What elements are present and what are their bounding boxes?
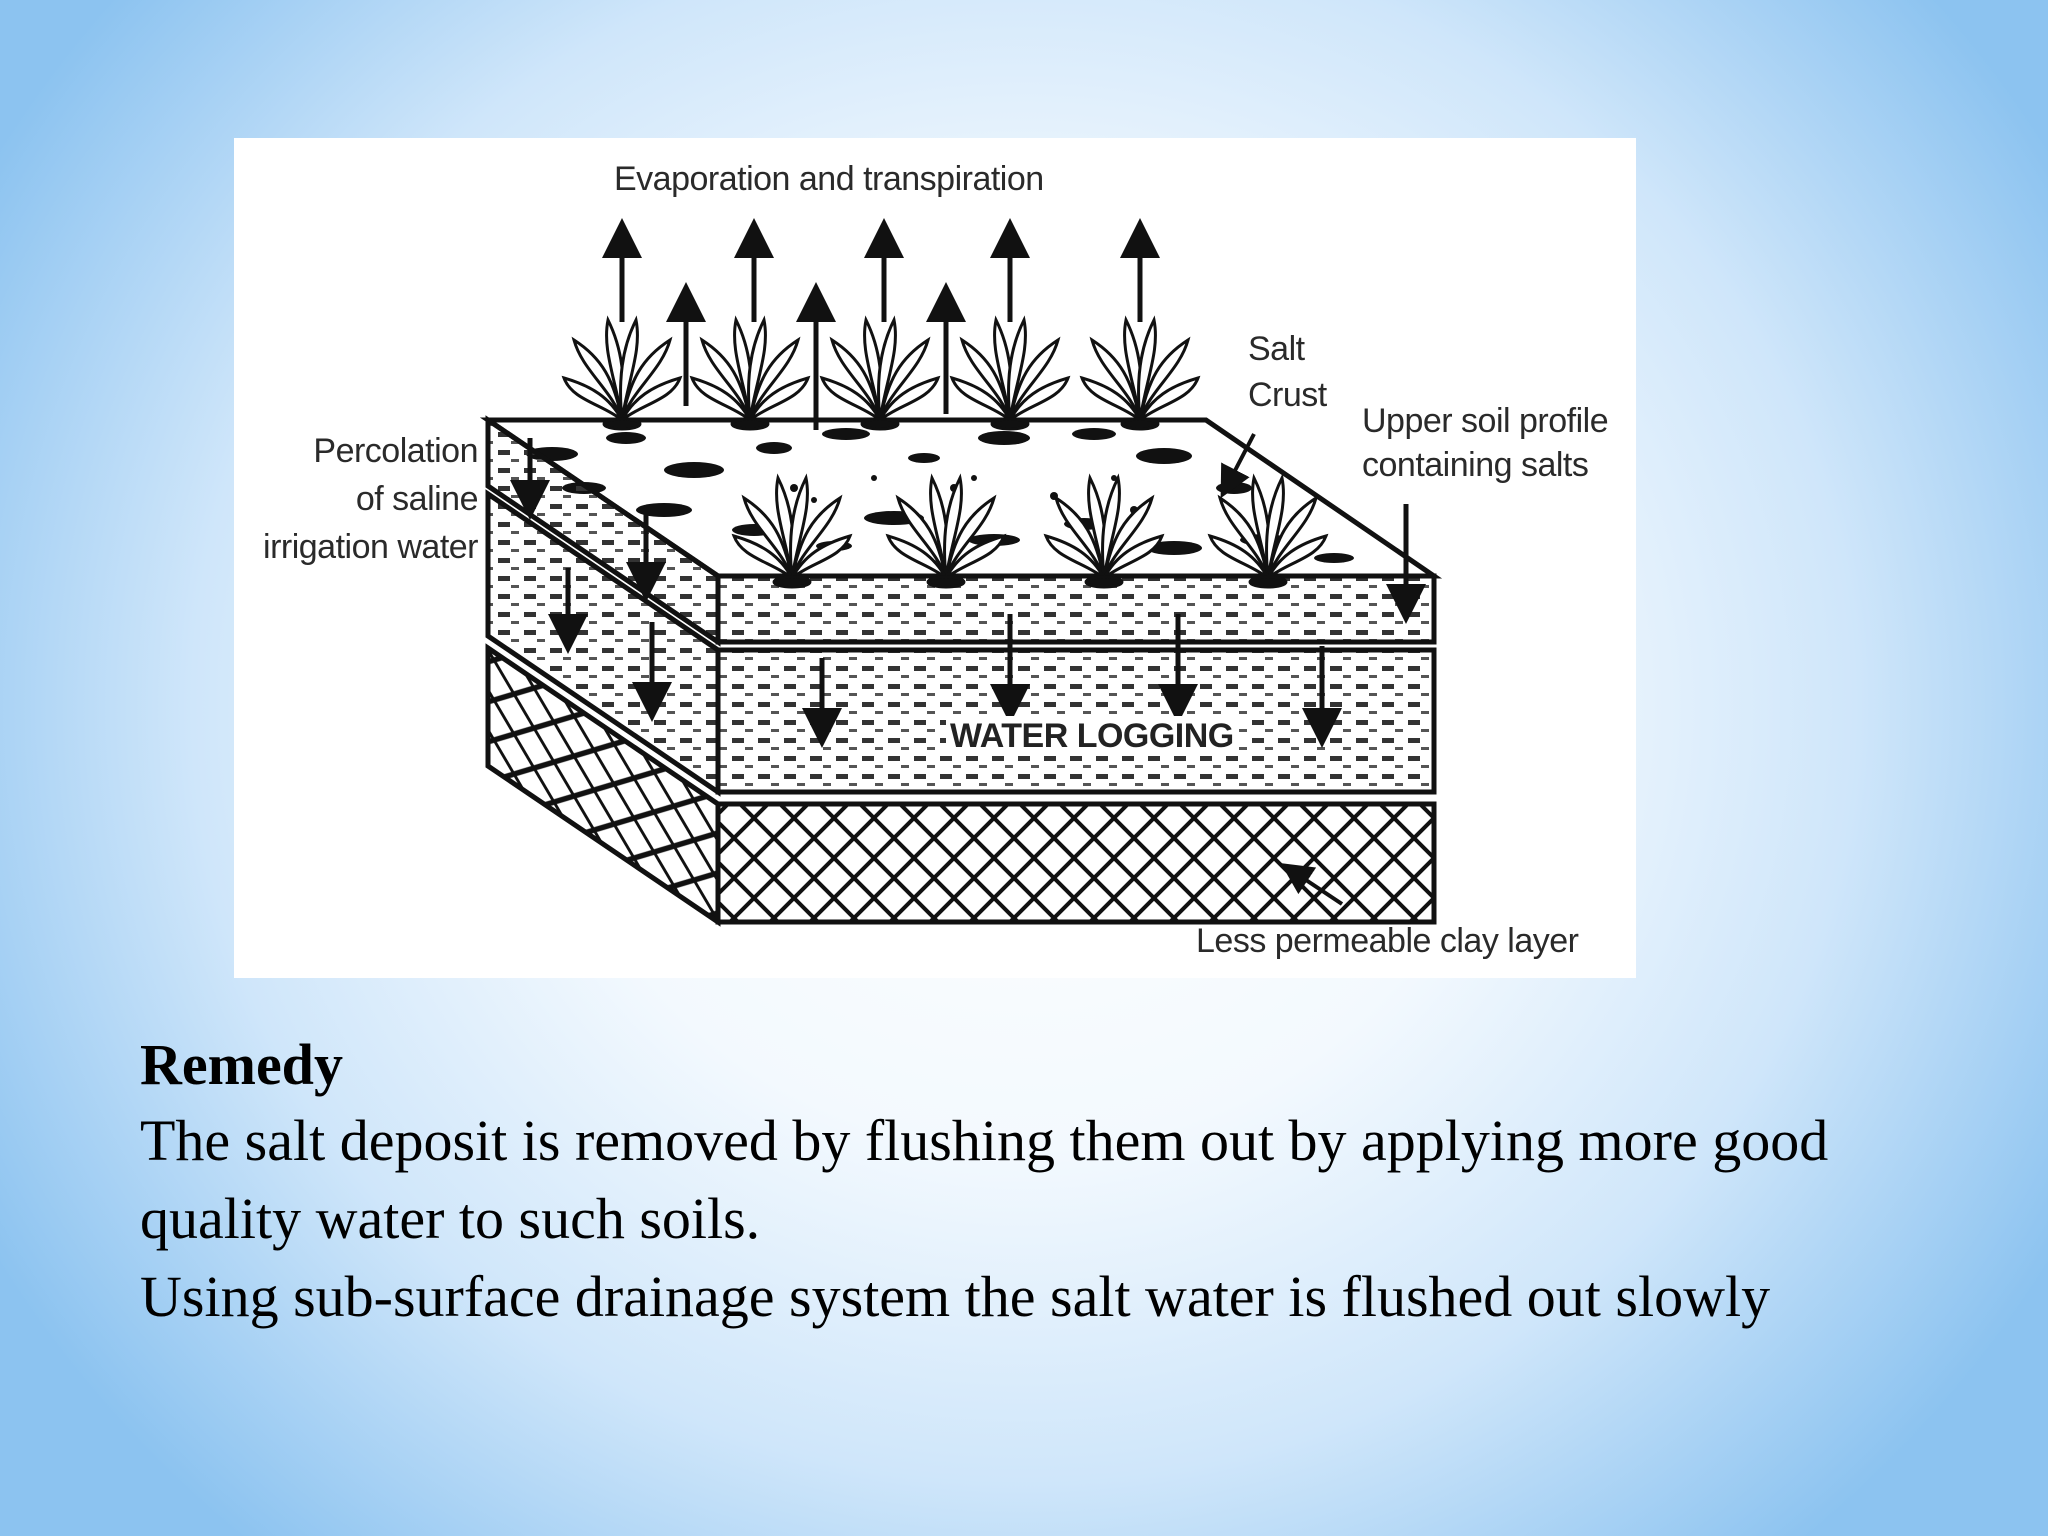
plants-front-row <box>731 473 1329 589</box>
soil-salinity-diagram: Evaporation and transpiration Salt Crust… <box>234 138 1636 978</box>
diagram-drawing <box>479 218 1443 927</box>
percolation-label-line3: irrigation water <box>263 528 478 566</box>
salt-crust-label-line1: Salt <box>1248 330 1305 368</box>
side-clay-layer <box>485 643 721 927</box>
plants-back-row <box>561 315 1201 431</box>
leader-lines <box>1220 433 1344 906</box>
upper-soil-label-line1: Upper soil profile <box>1362 402 1609 440</box>
evaporation-label: Evaporation and transpiration <box>614 160 1044 198</box>
remedy-heading: Remedy <box>140 1032 343 1097</box>
remedy-paragraph-1: The salt deposit is removed by flushing … <box>140 1108 1829 1251</box>
percolation-label-line1: Percolation <box>313 432 478 470</box>
water-logging-label: WATER LOGGING <box>946 716 1238 756</box>
percolation-arrows <box>510 438 1426 748</box>
salt-crust-label-line2: Crust <box>1248 376 1327 414</box>
remedy-paragraph-2: Using sub-surface drainage system the sa… <box>140 1264 1771 1329</box>
upper-soil-layer <box>715 573 1437 645</box>
clay-layer-front <box>715 801 1437 925</box>
remedy-text-block: Remedy The salt deposit is removed by fl… <box>140 1028 2000 1336</box>
clay-layer-label: Less permeable clay layer <box>1196 922 1579 960</box>
evaporation-arrows <box>602 218 1160 430</box>
upper-soil-label-line2: containing salts <box>1362 446 1589 484</box>
percolation-label-line2: of saline <box>355 480 479 518</box>
